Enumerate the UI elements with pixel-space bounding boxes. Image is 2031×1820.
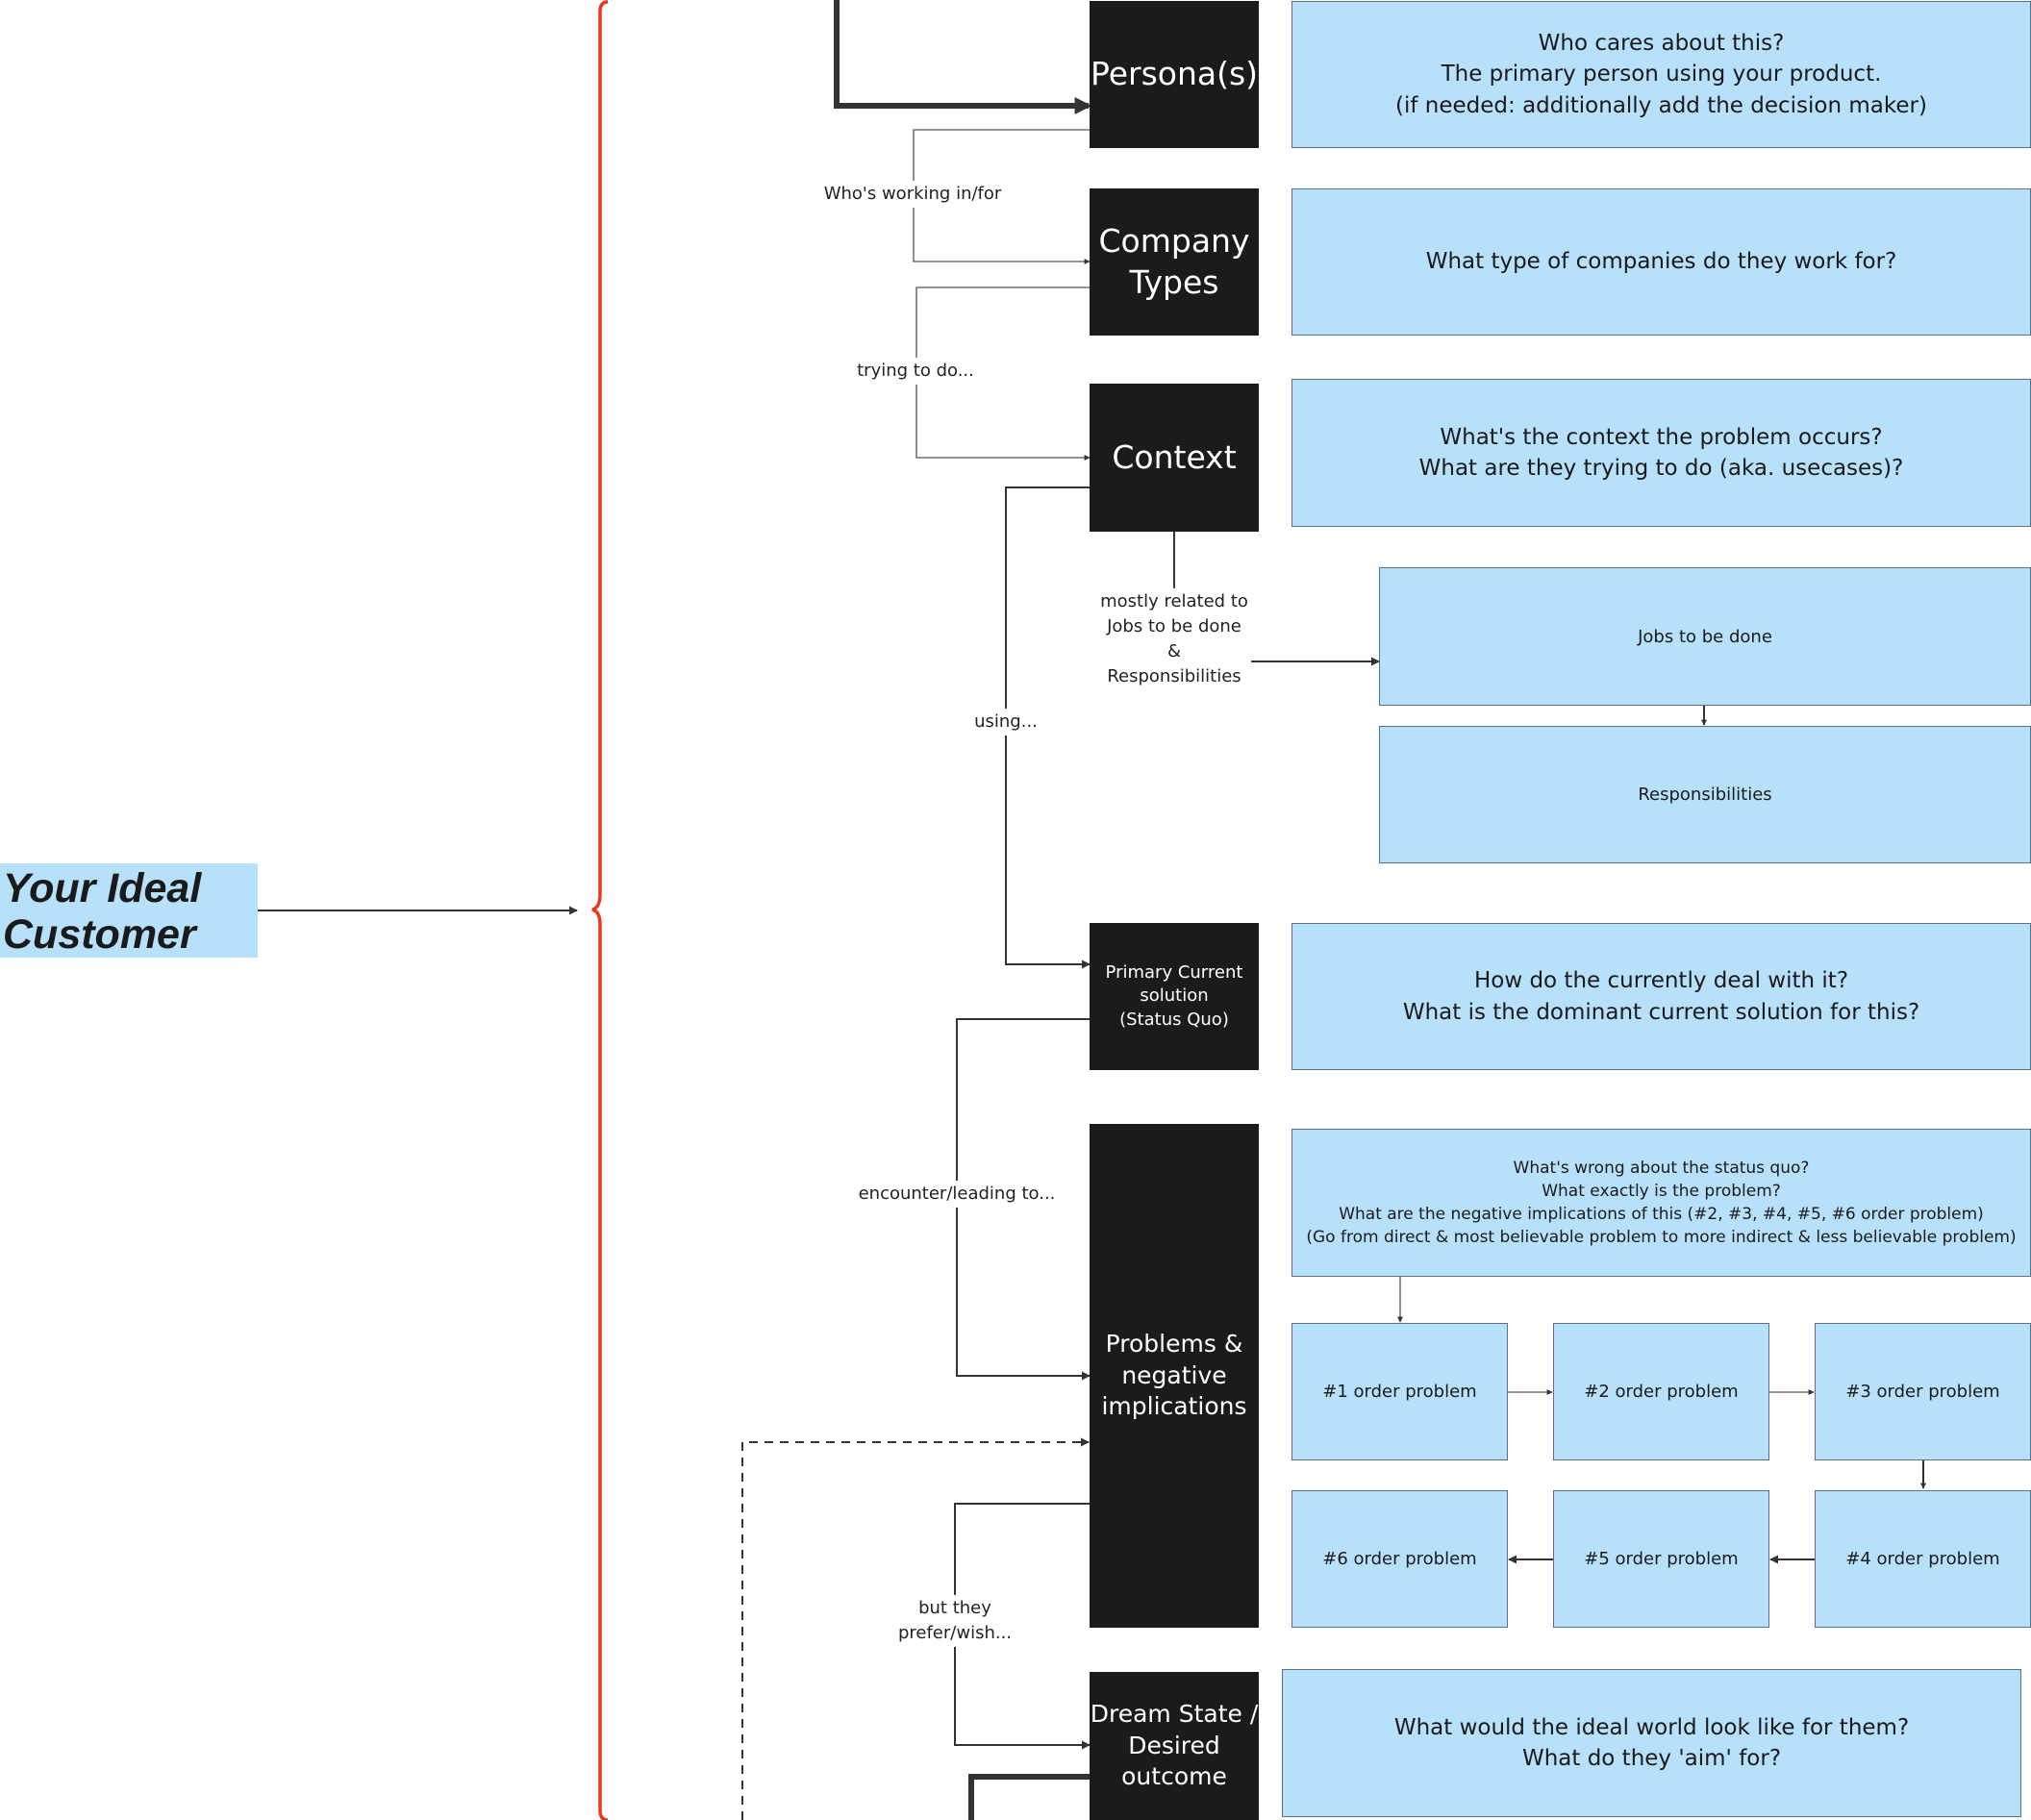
question-problems: What's wrong about the status quo? What …: [1291, 1129, 2031, 1277]
stage-problems: Problems & negative implications: [1090, 1124, 1259, 1628]
question-jobs: Jobs to be done: [1379, 567, 2031, 706]
curly-brace: [591, 0, 609, 1820]
label-working-in: Who's working in/for: [820, 180, 1005, 209]
stage-dream-state: Dream State / Desired outcome: [1090, 1672, 1259, 1820]
order-problem-1: #1 order problem: [1291, 1323, 1508, 1460]
order-problem-5: #5 order problem: [1553, 1490, 1769, 1628]
diagram-title: Your Ideal Customer: [3, 865, 202, 958]
order-problem-2: #2 order problem: [1553, 1323, 1769, 1460]
order-problem-3: #3 order problem: [1815, 1323, 2031, 1460]
question-responsibilities: Responsibilities: [1379, 726, 2031, 863]
order-problem-6: #6 order problem: [1291, 1490, 1508, 1628]
stage-status-quo: Primary Current solution (Status Quo): [1090, 923, 1259, 1070]
stage-context: Context: [1090, 384, 1259, 532]
label-encounter: encounter/leading to...: [855, 1180, 1059, 1209]
label-prefer: but they prefer/wish...: [894, 1594, 1016, 1648]
question-company-types: What type of companies do they work for?: [1291, 188, 2031, 336]
stage-personas: Persona(s): [1090, 1, 1259, 148]
label-mostly-related: mostly related to Jobs to be done & Resp…: [1097, 587, 1251, 691]
question-context: What's the context the problem occurs? W…: [1291, 379, 2031, 527]
arrow-entry-personas: [834, 0, 1092, 114]
label-trying: trying to do...: [854, 357, 977, 386]
title-box: Your Ideal Customer: [0, 863, 258, 958]
order-problem-4: #4 order problem: [1815, 1490, 2031, 1628]
question-status-quo: How do the currently deal with it? What …: [1291, 923, 2031, 1070]
label-using: using...: [971, 708, 1041, 736]
arrow-dream-exit: [968, 1774, 1090, 1820]
question-personas: Who cares about this? The primary person…: [1291, 1, 2031, 148]
stage-company-types: Company Types: [1090, 188, 1259, 336]
question-dream-state: What would the ideal world look like for…: [1282, 1669, 2021, 1817]
